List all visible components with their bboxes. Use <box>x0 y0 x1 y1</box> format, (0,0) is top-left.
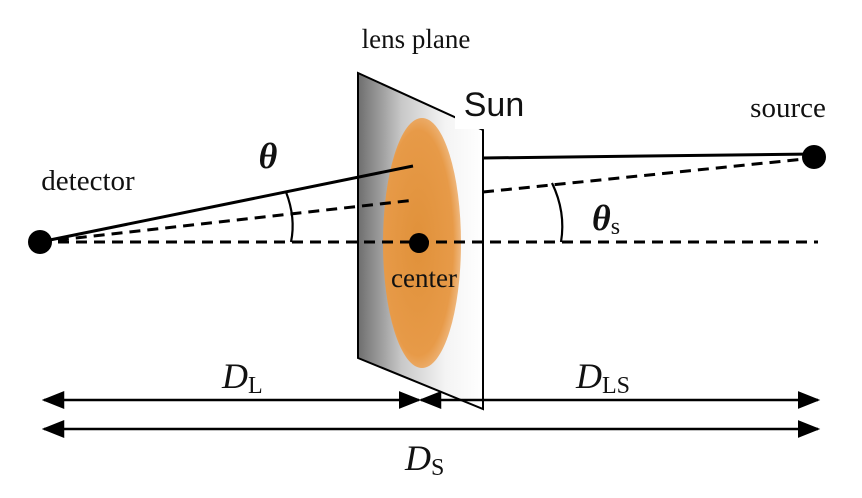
theta-label: θ <box>259 136 278 176</box>
d-s-label: DS <box>404 438 444 481</box>
d-l-main: D <box>221 356 248 396</box>
source-label: source <box>750 92 826 124</box>
theta-s-arc <box>551 182 564 243</box>
lens-plane-label: lens plane <box>362 24 471 54</box>
incoming-ray <box>482 152 815 160</box>
theta-s-symbol: θ <box>592 198 611 238</box>
sun-center-point <box>409 233 429 253</box>
sun-label: Sun <box>464 86 525 124</box>
source-direction-line-left <box>39 198 416 244</box>
d-l-label: DL <box>221 356 263 399</box>
d-ls-sub: LS <box>602 373 630 399</box>
observed-ray <box>39 164 414 244</box>
d-l-sub: L <box>248 373 263 399</box>
center-label: center <box>391 263 457 293</box>
d-ls-label: DLS <box>575 356 630 399</box>
theta-s-subscript: s <box>611 214 620 240</box>
detector-label: detector <box>41 165 135 197</box>
d-s-sub: S <box>431 455 444 481</box>
detector-point <box>28 230 52 254</box>
theta-s-label: θs <box>592 198 620 240</box>
d-s-main: D <box>404 438 431 478</box>
d-ls-main: D <box>575 356 602 396</box>
source-direction-line-right <box>482 156 815 194</box>
theta-arc <box>284 191 294 243</box>
sun-label-backdrop <box>455 85 533 129</box>
source-point <box>802 145 826 169</box>
